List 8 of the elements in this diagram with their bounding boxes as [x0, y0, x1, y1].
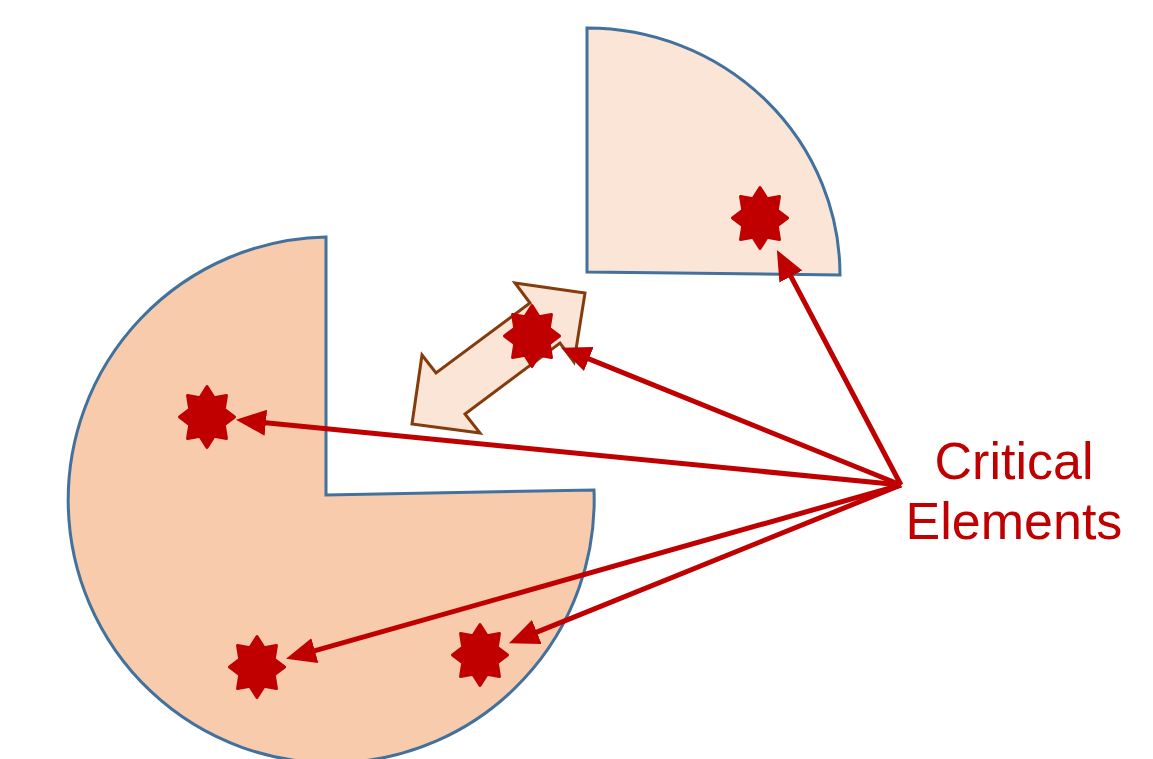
star-icon: [178, 385, 236, 449]
star-icon: [451, 623, 509, 687]
callout-label: Critical Elements: [901, 431, 1127, 551]
star-icon: [228, 635, 286, 699]
star-icon: [503, 304, 561, 368]
leader-arrow: [285, 482, 902, 664]
star-icon: [731, 186, 789, 250]
leader-arrow: [774, 248, 904, 487]
